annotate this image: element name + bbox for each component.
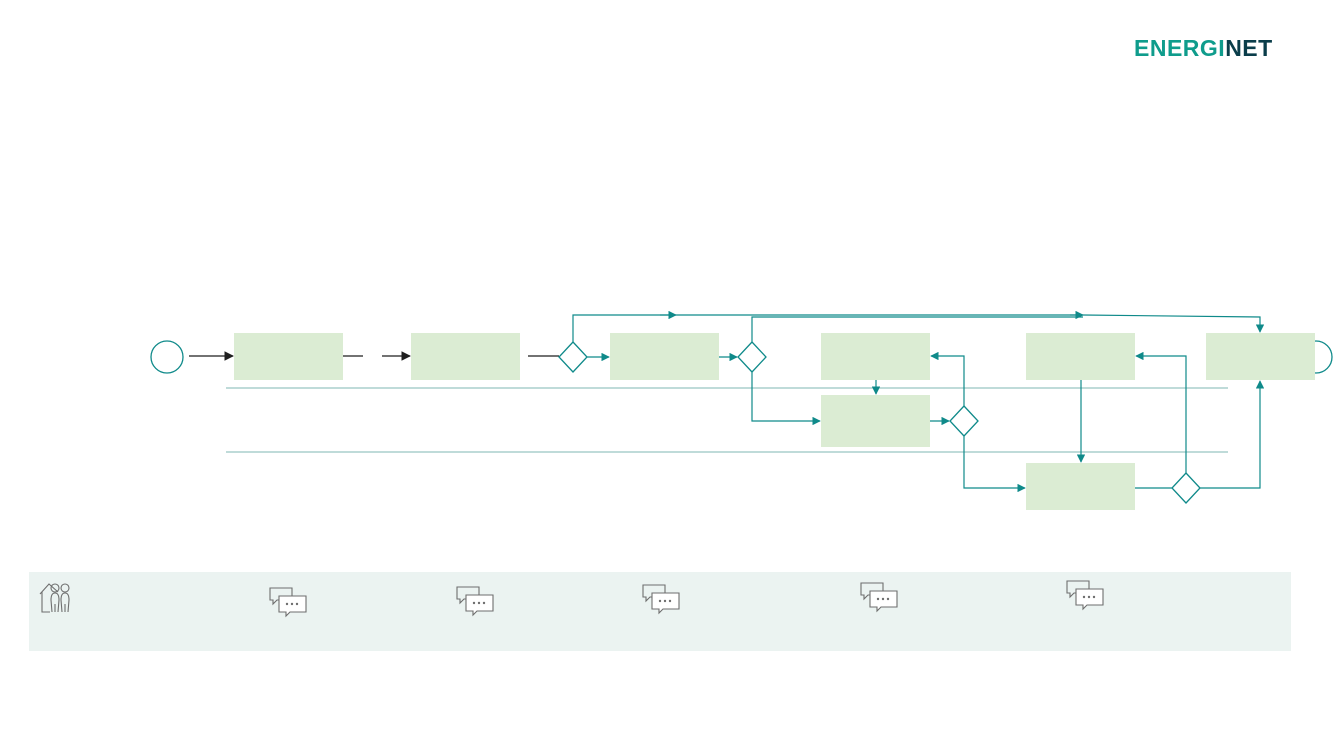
process-box-8: [1026, 463, 1135, 510]
gateway-1: [558, 341, 588, 373]
gateway-2: [737, 341, 767, 373]
people-house-icon: [39, 583, 70, 613]
process-flow-diagram: [150, 310, 1333, 510]
chat-bubbles-icon-3: [642, 584, 680, 615]
gateway-3: [949, 405, 979, 437]
chat-bubbles-icon-5: [1066, 580, 1104, 611]
chat-bubbles-icon-4: [860, 582, 898, 613]
chat-bubbles-icon-2: [456, 586, 494, 617]
process-box-6: [1206, 333, 1315, 380]
gateway-4: [1171, 472, 1201, 504]
process-box-5: [1026, 333, 1135, 380]
flow-top-to-box6: [1082, 314, 1265, 333]
process-box-7: [821, 395, 930, 447]
process-box-3: [610, 333, 719, 380]
flow-gw2-to-box7: [751, 372, 821, 426]
flow-gw1-top-bypass: [572, 314, 676, 342]
flow-gw3-to-box8: [963, 436, 1026, 493]
start-event: [150, 340, 184, 374]
flow-gw4-to-box6: [1200, 380, 1265, 489]
energinet-logo: ENERGINET: [1134, 35, 1273, 62]
process-box-1: [234, 333, 343, 380]
flow-gw3-back-to-box4: [930, 351, 965, 406]
flow-gw4-back-to-box5: [1135, 351, 1187, 473]
logo-text-accent: NET: [1225, 35, 1273, 61]
logo-text-main: ENERGI: [1134, 35, 1226, 61]
process-box-2: [411, 333, 520, 380]
flow-gw2-top: [751, 316, 1083, 342]
process-box-4: [821, 333, 930, 380]
chat-bubbles-icon-1: [269, 587, 307, 618]
